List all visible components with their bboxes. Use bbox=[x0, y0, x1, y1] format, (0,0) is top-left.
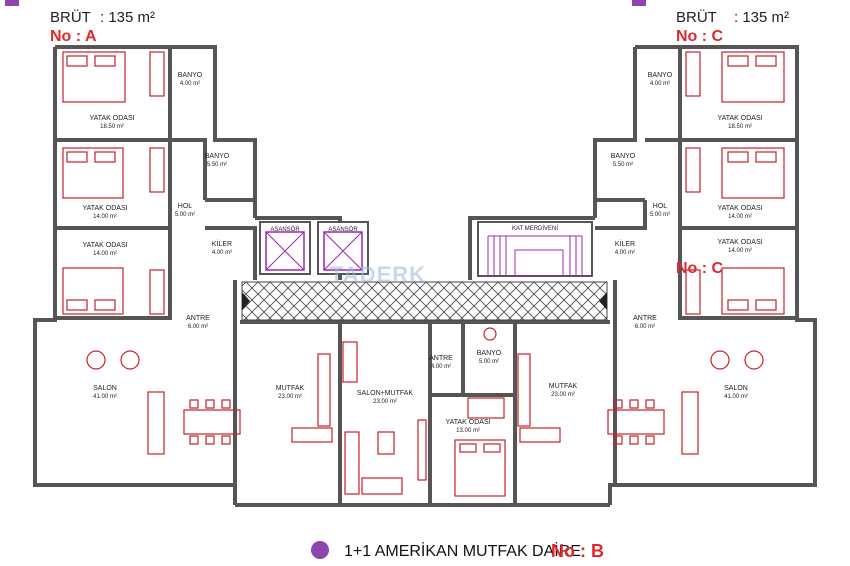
svg-text:ANTRE: ANTRE bbox=[186, 315, 210, 322]
unit-no-b: No : B bbox=[551, 541, 604, 561]
svg-text:HOL: HOL bbox=[653, 203, 668, 210]
svg-text:14.00 m²: 14.00 m² bbox=[93, 251, 117, 257]
svg-text:YATAK ODASI: YATAK ODASI bbox=[89, 115, 134, 122]
svg-text:BANYO: BANYO bbox=[477, 350, 502, 357]
furniture-unit-a bbox=[62, 51, 333, 455]
svg-text:SALON+MUTFAK: SALON+MUTFAK bbox=[357, 390, 414, 397]
svg-text:5.50 m²: 5.50 m² bbox=[207, 162, 227, 168]
svg-text:BANYO: BANYO bbox=[648, 72, 673, 79]
svg-text:41.00 m²: 41.00 m² bbox=[93, 394, 117, 400]
svg-text:YATAK ODASI: YATAK ODASI bbox=[445, 419, 490, 426]
room-labels-unit-b: SALON+MUTFAK 23.00 m² ANTRE 4.00 m² BANY… bbox=[357, 350, 502, 434]
unit-no-a: No : A bbox=[50, 28, 97, 45]
svg-text:YATAK ODASI: YATAK ODASI bbox=[82, 205, 127, 212]
svg-text:YATAK ODASI: YATAK ODASI bbox=[717, 115, 762, 122]
svg-text:HOL: HOL bbox=[178, 203, 193, 210]
svg-text:4.00 m²: 4.00 m² bbox=[431, 364, 451, 370]
elevator-block bbox=[259, 221, 369, 275]
svg-text:KİLER: KİLER bbox=[212, 239, 232, 248]
svg-text:ANTRE: ANTRE bbox=[429, 355, 453, 362]
svg-text:23.00 m²: 23.00 m² bbox=[373, 399, 397, 405]
room-labels-unit-a: YATAK ODASI 18.50 m² BANYO 4.00 m² BANYO… bbox=[82, 72, 304, 400]
svg-text:SALON: SALON bbox=[93, 385, 117, 392]
brut-area-c: : 135 m² bbox=[734, 9, 789, 26]
corridor bbox=[241, 281, 608, 321]
svg-text:MUTFAK: MUTFAK bbox=[276, 385, 305, 392]
svg-text:14.00 m²: 14.00 m² bbox=[728, 248, 752, 254]
svg-text:4.00 m²: 4.00 m² bbox=[212, 250, 232, 256]
bullet-icon bbox=[632, 0, 646, 6]
svg-text:23.00 m²: 23.00 m² bbox=[551, 392, 575, 398]
svg-text:4.00 m²: 4.00 m² bbox=[650, 81, 670, 87]
svg-text:MUTFAK: MUTFAK bbox=[549, 383, 578, 390]
svg-text:4.00 m²: 4.00 m² bbox=[180, 81, 200, 87]
arrow-icon bbox=[599, 292, 607, 310]
elevator-label: ASANSÖR bbox=[328, 226, 358, 233]
svg-text:YATAK ODASI: YATAK ODASI bbox=[717, 239, 762, 246]
room-labels-unit-c: YATAK ODASI 18.50 m² BANYO 4.00 m² BANYO… bbox=[549, 72, 763, 400]
svg-text:BANYO: BANYO bbox=[205, 153, 230, 160]
svg-text:14.00 m²: 14.00 m² bbox=[728, 214, 752, 220]
walls-unit-b bbox=[235, 216, 610, 507]
svg-text:KİLER: KİLER bbox=[615, 239, 635, 248]
svg-text:4.00 m²: 4.00 m² bbox=[615, 250, 635, 256]
svg-text:ANTRE: ANTRE bbox=[633, 315, 657, 322]
bullet-icon bbox=[311, 541, 329, 559]
svg-text:BANYO: BANYO bbox=[178, 72, 203, 79]
svg-text:6.00 m²: 6.00 m² bbox=[635, 324, 655, 330]
arrow-icon bbox=[242, 292, 250, 310]
svg-text:23.00 m²: 23.00 m² bbox=[278, 394, 302, 400]
footer-caption: 1+1 AMERİKAN MUTFAK DAİRE bbox=[344, 541, 581, 560]
furniture-unit-c bbox=[517, 51, 785, 455]
furniture-unit-b bbox=[342, 327, 506, 497]
brut-area-a: : 135 m² bbox=[100, 9, 155, 26]
stairs bbox=[477, 221, 593, 277]
svg-text:YATAK ODASI: YATAK ODASI bbox=[82, 242, 127, 249]
bullet-icon bbox=[5, 0, 19, 6]
unit-no-c-second: No : C bbox=[676, 260, 724, 277]
svg-text:18.50 m²: 18.50 m² bbox=[100, 124, 124, 130]
svg-text:14.00 m²: 14.00 m² bbox=[93, 214, 117, 220]
walls-unit-c bbox=[593, 45, 817, 505]
svg-text:YATAK ODASI: YATAK ODASI bbox=[717, 205, 762, 212]
svg-text:BANYO: BANYO bbox=[611, 153, 636, 160]
walls-unit-a bbox=[33, 45, 257, 505]
svg-text:SALON: SALON bbox=[724, 385, 748, 392]
watermark: TADERK bbox=[330, 262, 426, 287]
svg-text:13.00 m²: 13.00 m² bbox=[456, 428, 480, 434]
stairs-label: KAT MERDİVENİ bbox=[512, 225, 558, 232]
brut-label-a: BRÜT bbox=[50, 8, 91, 26]
unit-no-c: No : C bbox=[676, 28, 724, 45]
svg-text:5.50 m²: 5.50 m² bbox=[613, 162, 633, 168]
svg-text:5.00 m²: 5.00 m² bbox=[175, 212, 195, 218]
brut-label-c: BRÜT bbox=[676, 8, 717, 26]
svg-text:6.00 m²: 6.00 m² bbox=[188, 324, 208, 330]
elevator-label: ASANSÖR bbox=[270, 226, 300, 233]
svg-text:5.00 m²: 5.00 m² bbox=[479, 359, 499, 365]
svg-text:5.00 m²: 5.00 m² bbox=[650, 212, 670, 218]
svg-text:41.00 m²: 41.00 m² bbox=[724, 394, 748, 400]
svg-text:18.50 m²: 18.50 m² bbox=[728, 124, 752, 130]
